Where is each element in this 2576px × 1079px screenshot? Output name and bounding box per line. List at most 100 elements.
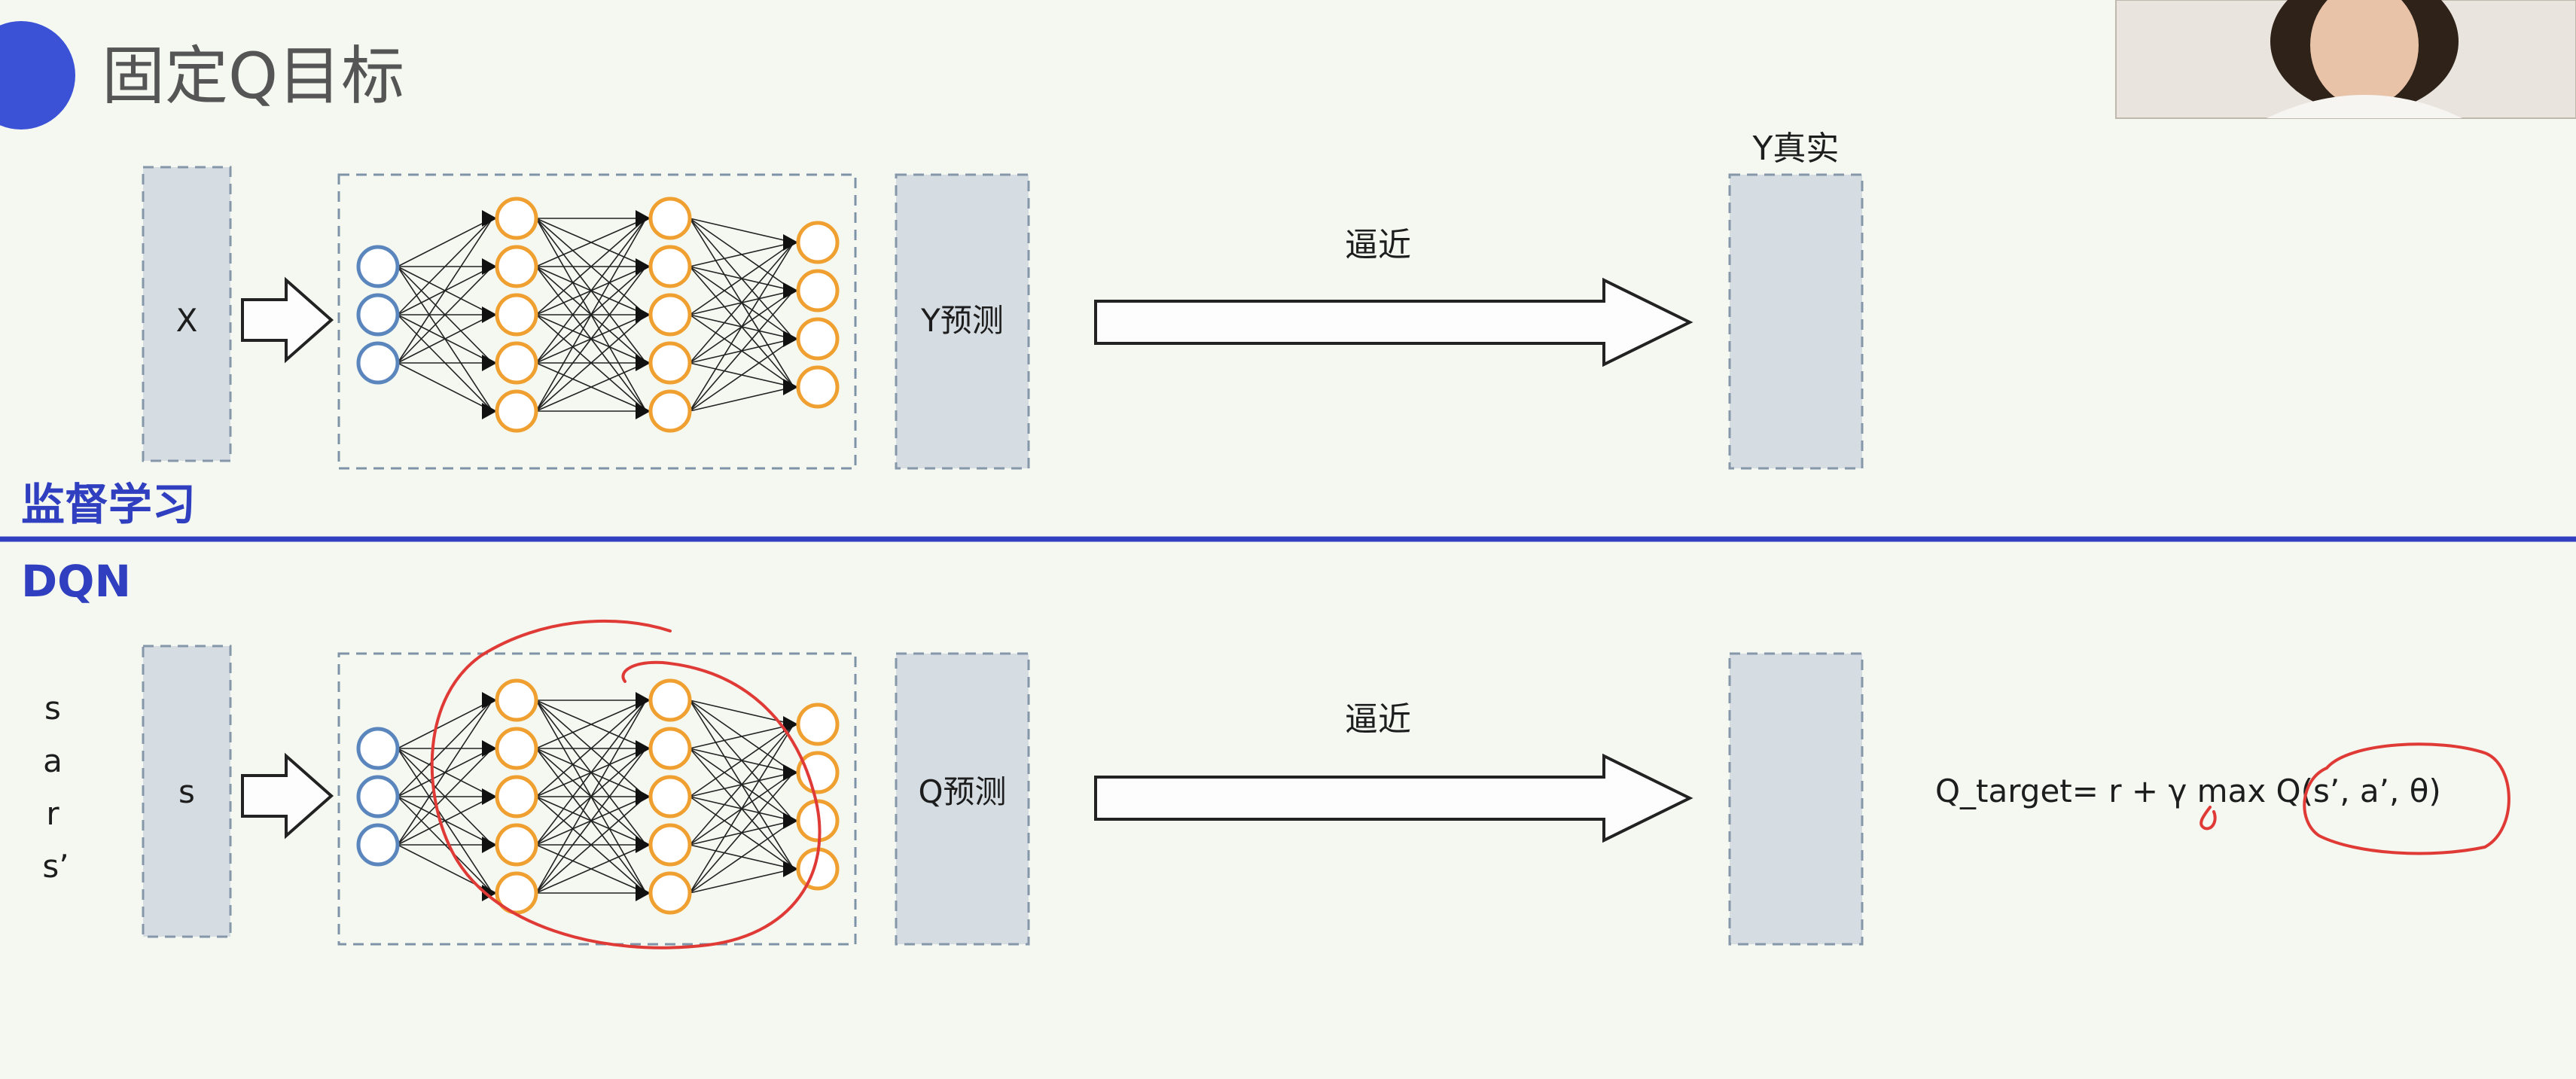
network-frame-supervised bbox=[337, 173, 857, 470]
network-arrowhead-icon bbox=[636, 837, 651, 853]
network-node bbox=[796, 221, 840, 264]
network-arrowhead-icon bbox=[636, 788, 651, 805]
annotation-gamma-mark-icon bbox=[2200, 806, 2217, 831]
network-edge bbox=[397, 218, 493, 364]
q-pred-label: Q预测 bbox=[918, 773, 1006, 810]
network-node bbox=[648, 245, 692, 288]
approx-label-dqn: 逼近 bbox=[1345, 700, 1411, 739]
network-node bbox=[648, 823, 692, 867]
network-arrowhead-icon bbox=[783, 379, 798, 395]
network-edge bbox=[535, 700, 647, 797]
network-edge bbox=[689, 290, 794, 412]
network-arrowhead-icon bbox=[636, 740, 651, 757]
network-edge bbox=[689, 242, 794, 315]
title-decoration-icon bbox=[0, 21, 75, 130]
network-arrowhead-icon bbox=[482, 740, 497, 757]
network-edge bbox=[535, 218, 647, 315]
network-edge bbox=[535, 700, 647, 894]
input-node bbox=[356, 727, 400, 770]
network-edge bbox=[535, 796, 647, 894]
network-node bbox=[495, 197, 538, 240]
input-node bbox=[356, 823, 400, 867]
neural-network-dqn bbox=[356, 678, 840, 915]
network-edge bbox=[689, 242, 794, 364]
network-arrowhead-icon bbox=[482, 258, 497, 275]
network-edge bbox=[535, 362, 647, 412]
network-node bbox=[648, 197, 692, 240]
y-true-box bbox=[1728, 173, 1864, 470]
network-edge bbox=[535, 844, 647, 894]
network-node bbox=[648, 678, 692, 722]
annotation-circle-network-icon bbox=[430, 619, 822, 949]
network-arrowhead-icon bbox=[482, 403, 497, 419]
transition-tuple: s a r s’ bbox=[42, 690, 69, 885]
network-edge bbox=[397, 218, 493, 315]
network-arrowhead-icon bbox=[783, 234, 798, 251]
network-edge bbox=[397, 700, 493, 797]
approx-arrow-dqn-icon bbox=[1094, 753, 1693, 843]
input-node bbox=[356, 341, 400, 385]
input-node bbox=[356, 775, 400, 818]
network-node bbox=[796, 317, 840, 361]
network-arrowhead-icon bbox=[636, 210, 651, 227]
network-edge bbox=[689, 386, 794, 412]
section-label-dqn: DQN bbox=[21, 556, 131, 607]
section-label-supervised: 监督学习 bbox=[21, 479, 196, 530]
network-edge bbox=[689, 724, 794, 846]
network-node bbox=[796, 703, 840, 746]
network-edge bbox=[535, 314, 647, 412]
network-arrowhead-icon bbox=[636, 306, 651, 323]
network-arrowhead-icon bbox=[783, 716, 798, 733]
network-edge bbox=[397, 266, 493, 364]
network-arrowhead-icon bbox=[636, 403, 651, 419]
network-edge bbox=[535, 218, 647, 364]
network-edge bbox=[397, 748, 493, 846]
network-edge bbox=[397, 362, 493, 412]
transition-item: a bbox=[43, 742, 62, 779]
network-edge bbox=[535, 748, 647, 894]
network-arrowhead-icon bbox=[783, 331, 798, 347]
network-node bbox=[648, 871, 692, 915]
network-node bbox=[648, 293, 692, 337]
network-edge bbox=[397, 700, 493, 749]
network-edge bbox=[689, 218, 794, 243]
network-edge bbox=[397, 218, 493, 267]
approx-label-supervised: 逼近 bbox=[1345, 226, 1411, 264]
network-node bbox=[495, 245, 538, 288]
network-edge bbox=[689, 724, 794, 749]
network-node bbox=[495, 871, 538, 915]
network-edge bbox=[397, 314, 493, 364]
network-edge bbox=[689, 772, 794, 894]
network-edge bbox=[689, 724, 794, 797]
network-edge bbox=[397, 700, 493, 846]
network-node bbox=[495, 389, 538, 433]
input-x-label: X bbox=[176, 302, 198, 339]
network-arrowhead-icon bbox=[783, 861, 798, 877]
network-edge bbox=[535, 700, 647, 846]
network-node bbox=[796, 269, 840, 312]
network-edge bbox=[689, 242, 794, 267]
transition-item: s’ bbox=[42, 848, 69, 885]
network-node bbox=[495, 678, 538, 722]
network-node bbox=[495, 775, 538, 818]
network-arrowhead-icon bbox=[482, 885, 497, 901]
transition-item: r bbox=[46, 795, 59, 832]
network-node bbox=[796, 365, 840, 409]
network-node bbox=[495, 727, 538, 770]
network-node bbox=[495, 823, 538, 867]
network-frame-dqn bbox=[337, 652, 857, 946]
input-arrow-dqn-icon bbox=[241, 752, 334, 840]
neural-network-supervised bbox=[356, 197, 840, 433]
slide-title: 固定Q目标 bbox=[102, 39, 404, 113]
presenter-webcam bbox=[2115, 0, 2576, 119]
network-node bbox=[648, 341, 692, 385]
y-pred-label: Y预测 bbox=[920, 302, 1004, 339]
network-arrowhead-icon bbox=[636, 692, 651, 709]
network-node bbox=[495, 341, 538, 385]
input-s-label: s bbox=[178, 773, 195, 810]
input-x-box bbox=[142, 166, 232, 462]
network-edge bbox=[689, 820, 794, 894]
q-pred-box bbox=[895, 652, 1030, 946]
network-arrowhead-icon bbox=[636, 885, 651, 901]
input-arrow-icon bbox=[241, 276, 334, 364]
